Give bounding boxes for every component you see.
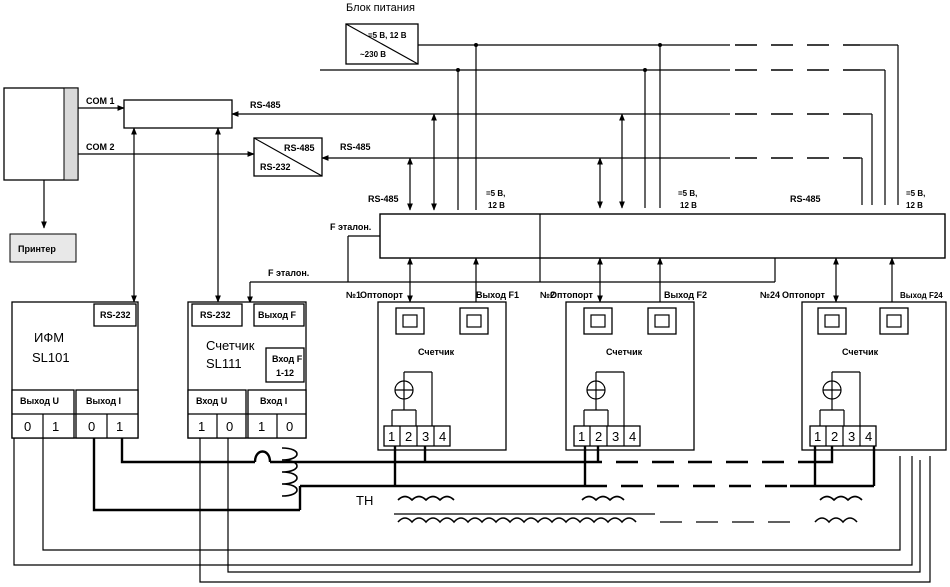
- meter-1-terminal-3: 3: [422, 429, 429, 444]
- std-pin-3: 1: [258, 419, 265, 434]
- transformer-secondary-coil: [397, 517, 637, 524]
- com1-label: COM 1: [86, 96, 115, 106]
- ifm-pin-3: 0: [88, 419, 95, 434]
- ifm-pin-1: 0: [24, 419, 31, 434]
- meter-2-terminal-1: 1: [578, 429, 585, 444]
- ifm-out-u-label: Выход U: [20, 396, 59, 406]
- pulse-output-icon: [886, 314, 902, 328]
- converter-rs485-label: RS-485: [284, 143, 315, 153]
- optoport-icon: [590, 314, 606, 328]
- ifm-device: RS-232 ИФМ SL101 Выход U Выход I 0 1 0 1: [11, 301, 139, 439]
- rs485-upper-label: RS-485: [250, 100, 281, 110]
- meter-1-terminal-2: 2: [405, 429, 412, 444]
- power-label-1b: 12 В: [488, 201, 505, 210]
- power-label-3b: 12 В: [906, 201, 923, 210]
- com2-label: COM 2: [86, 142, 115, 152]
- f-etalon-line: F эталон.: [247, 268, 348, 304]
- meter-24-terminal-1: 1: [814, 429, 821, 444]
- std-name: Счетчик: [206, 338, 255, 353]
- printer-label: Принтер: [18, 244, 56, 254]
- meter-1: №1 Оптопорт Выход F1 Счетчик 1 2 3 4: [346, 257, 519, 451]
- rs485-meter1-label: RS-485: [368, 194, 399, 204]
- meter-1-name: Счетчик: [418, 347, 455, 357]
- std-model: SL111: [206, 356, 242, 371]
- pulse-output-icon: [654, 314, 670, 328]
- meter-1-optoport: Оптопорт: [360, 290, 404, 300]
- std-in-f-range: 1-12: [276, 368, 294, 378]
- std-out-f-label: Выход F: [258, 310, 297, 320]
- power-label-2: =5 В,: [678, 189, 697, 198]
- meter-1-terminal-4: 4: [439, 429, 446, 444]
- rs485-meter3-label: RS-485: [790, 194, 821, 204]
- meter-24-num: №24: [760, 290, 780, 300]
- current-transformer-icon: [281, 447, 298, 497]
- meter-2-num: №2: [540, 290, 555, 300]
- meter-24-terminal-2: 2: [831, 429, 838, 444]
- std-in-i-label: Вход I: [260, 396, 287, 406]
- power-supply-title: Блок питания: [346, 2, 415, 14]
- transformer-primary-coil-3: [819, 495, 863, 502]
- meter-1-output: Выход F1: [476, 290, 519, 300]
- meter-2-name: Счетчик: [606, 347, 643, 357]
- power-label-3: =5 В,: [906, 189, 925, 198]
- printer: Принтер: [9, 233, 77, 263]
- std-pin-4: 0: [286, 419, 293, 434]
- f-etalon-label-2: F эталон.: [268, 268, 309, 278]
- meter-1-terminal-1: 1: [388, 429, 395, 444]
- rs485-lower-label: RS-485: [340, 142, 371, 152]
- voltage-circuit: [13, 438, 931, 583]
- std-port-label: RS-232: [200, 310, 231, 320]
- converter-rs232-label: RS-232: [260, 162, 291, 172]
- meter-2-terminal-3: 3: [612, 429, 619, 444]
- optoport-icon: [824, 314, 840, 328]
- power-label-2b: 12 В: [680, 201, 697, 210]
- power-label-1: =5 В,: [486, 189, 505, 198]
- computer: COM 1 COM 2: [3, 87, 255, 229]
- std-in-f-label: Вход F: [272, 354, 303, 364]
- power-supply-ac-label: ~230 В: [360, 50, 386, 59]
- meter-24-name: Счетчик: [842, 347, 879, 357]
- ifm-model: SL101: [32, 350, 70, 365]
- transformer-label: ТН: [356, 493, 373, 508]
- transformer-primary-coil-2: [581, 495, 625, 502]
- power-supply-dc-label: =5 В, 12 В: [368, 31, 407, 40]
- meter-2: №2 Оптопорт Выход F2 Счетчик 1 2 3 4: [540, 257, 707, 451]
- ifm-out-i-label: Выход I: [86, 396, 121, 406]
- rs485-bus-lower: [321, 155, 863, 211]
- meter-24: №24 Оптопорт Выход F24 Счетчик 1 2 3 4: [760, 257, 947, 451]
- power-bus: [320, 43, 899, 210]
- std-pin-1: 1: [198, 419, 205, 434]
- meter-2-optoport: Оптопорт: [550, 290, 594, 300]
- transformer-primary-coil-1: [397, 495, 455, 502]
- ifm-pin-4: 1: [116, 419, 123, 434]
- rs485-hub: [123, 99, 233, 129]
- meter-24-terminal-4: 4: [865, 429, 872, 444]
- meter-rack: F эталон.: [330, 213, 946, 283]
- ifm-pin-2: 1: [52, 419, 59, 434]
- pulse-output-icon: [466, 314, 482, 328]
- meter-2-terminal-4: 4: [629, 429, 636, 444]
- meter-24-terminal-3: 3: [848, 429, 855, 444]
- ifm-port-label: RS-232: [100, 310, 131, 320]
- interface-converter: RS-485 RS-232: [253, 137, 323, 177]
- f-etalon-label-1: F эталон.: [330, 222, 371, 232]
- voltage-transformer: ТН: [356, 493, 863, 524]
- meter-1-num: №1: [346, 290, 361, 300]
- std-pin-2: 0: [226, 419, 233, 434]
- ifm-name: ИФМ: [34, 330, 64, 345]
- meter-2-terminal-2: 2: [595, 429, 602, 444]
- standard-meter: RS-232 Выход F Счетчик SL111 Вход F 1-12…: [187, 301, 307, 439]
- meter-24-optoport: Оптопорт: [782, 290, 826, 300]
- rs485-bus-upper: [231, 111, 873, 211]
- optoport-icon: [402, 314, 418, 328]
- meter-24-output: Выход F24: [900, 291, 943, 300]
- current-circuit: [92, 438, 876, 512]
- std-in-u-label: Вход U: [196, 396, 227, 406]
- power-supply: Блок питания =5 В, 12 В ~230 В: [345, 2, 419, 65]
- meter-2-output: Выход F2: [664, 290, 707, 300]
